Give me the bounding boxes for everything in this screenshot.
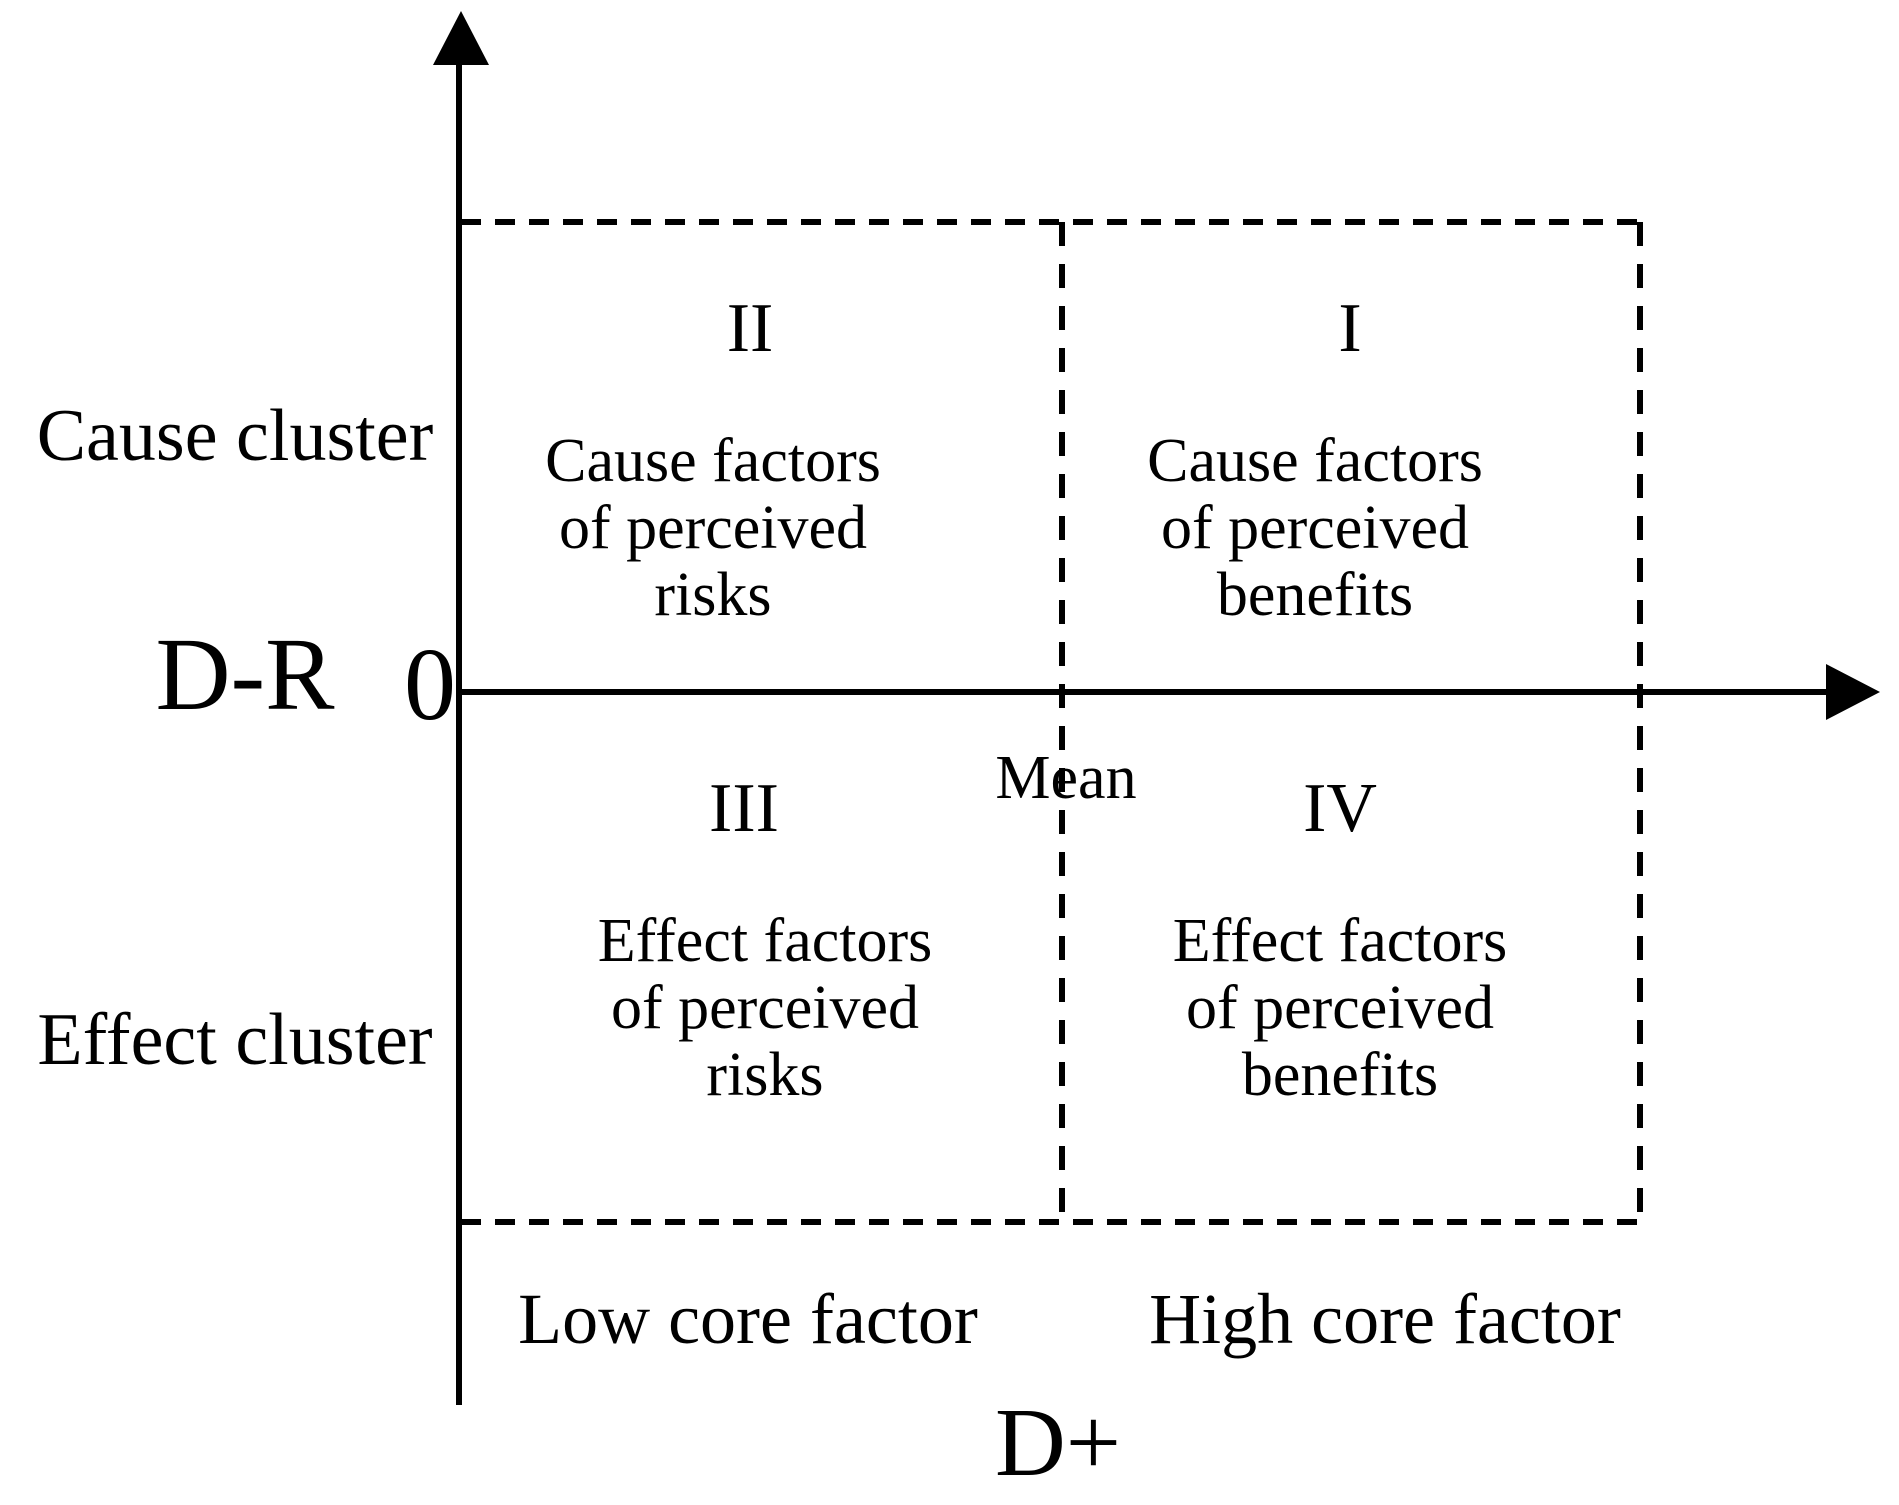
y-axis-arrowhead-icon — [433, 11, 489, 65]
quadrant-1-numeral: I — [1338, 290, 1362, 367]
x-axis-line — [458, 689, 1833, 695]
quadrant-2-text-line: risks — [654, 561, 772, 629]
quadrant-3-numeral: III — [709, 770, 779, 847]
quadrant-4-numeral: IV — [1303, 770, 1377, 847]
origin-label: 0 — [404, 627, 456, 742]
quadrant-4-text-line: Effect factors — [1172, 907, 1508, 975]
quadrant-3-text-line: Effect factors — [597, 907, 933, 975]
x-axis-arrowhead-icon — [1826, 664, 1880, 720]
quadrant-1-text-line: Cause factors — [1147, 427, 1483, 495]
mean-divider-line — [1059, 222, 1065, 1222]
effect-cluster-label: Effect cluster — [37, 999, 433, 1081]
quadrant-1-text-line: benefits — [1216, 561, 1414, 629]
mean-label: Mean — [995, 744, 1137, 812]
quadrant-2-numeral: II — [726, 290, 774, 367]
dashed-box-right-line — [1637, 222, 1643, 1222]
quadrant-3-text: Effect factors of perceived risks — [515, 908, 1015, 1109]
high-core-factor-label: High core factor — [1149, 1279, 1621, 1359]
quadrant-4-text-line: of perceived — [1185, 974, 1495, 1042]
low-core-factor-label: Low core factor — [518, 1279, 978, 1359]
quadrant-3-text-line: risks — [706, 1041, 824, 1109]
quadrant-1-text: Cause factors of perceived benefits — [1065, 428, 1565, 629]
y-axis-label: D-R — [155, 617, 335, 732]
y-axis-line — [456, 50, 462, 1405]
dashed-box-top-line — [461, 219, 1641, 225]
cause-cluster-label: Cause cluster — [36, 395, 434, 477]
quadrant-2-text: Cause factors of perceived risks — [463, 428, 963, 629]
quadrant-2-text-line: of perceived — [558, 494, 868, 562]
quadrant-3-text-line: of perceived — [610, 974, 920, 1042]
quadrant-2-text-line: Cause factors — [545, 427, 881, 495]
x-axis-label: D+ — [994, 1389, 1122, 1497]
quadrant-4-text-line: benefits — [1241, 1041, 1439, 1109]
quadrant-1-text-line: of perceived — [1160, 494, 1470, 562]
quadrant-4-text: Effect factors of perceived benefits — [1090, 908, 1590, 1109]
dashed-box-bottom-line — [461, 1219, 1641, 1225]
